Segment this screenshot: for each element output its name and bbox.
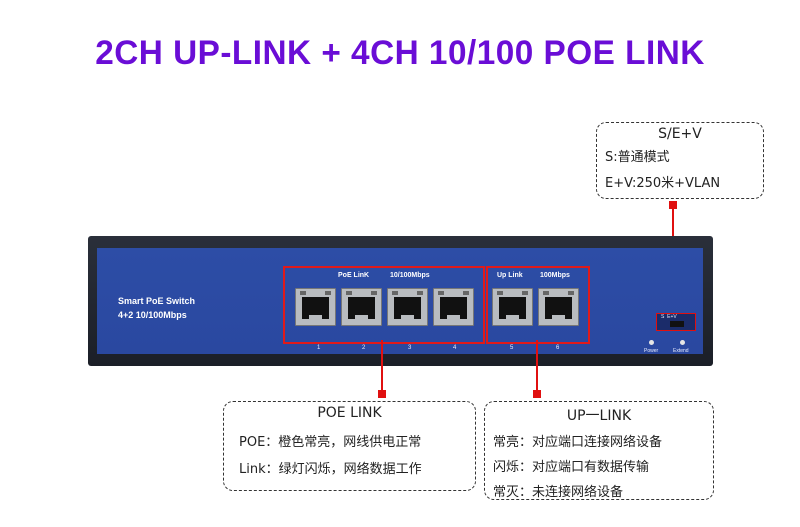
switch-brand-line: Smart PoE Switch — [118, 296, 196, 306]
page-title: 2CH UP-LINK + 4CH 10/100 POE LINK — [95, 34, 705, 72]
poe-link-line: POE：橙色常亮，网线供电正常 — [239, 435, 422, 450]
mode-switch-label: S E+V — [661, 314, 677, 320]
poe-connector-dot — [378, 390, 386, 398]
ethernet-port-1[interactable] — [295, 288, 336, 326]
uplink-line: 常灭：未连接网络设备 — [493, 485, 624, 500]
uplink-line: 闪烁：对应端口有数据传输 — [493, 460, 650, 475]
ethernet-port-5[interactable] — [492, 288, 533, 326]
uplink-callout: UP一LINK 常亮：对应端口连接网络设备 闪烁：对应端口有数据传输 常灭：未连… — [484, 401, 714, 500]
uplink-line: 常亮：对应端口连接网络设备 — [493, 435, 663, 450]
power-led-icon — [649, 340, 654, 345]
mode-switch[interactable]: S E+V — [656, 313, 696, 331]
ethernet-port-4[interactable] — [433, 288, 474, 326]
poe-link-heading: POE LINK — [317, 405, 382, 421]
poe-link-line: Link：绿灯闪烁，网络数据工作 — [239, 462, 422, 477]
ethernet-port-2[interactable] — [341, 288, 382, 326]
power-label: Power — [644, 348, 659, 354]
port-number: 2 — [362, 345, 366, 351]
uplink-connector-line — [536, 340, 538, 392]
toggle-knob — [670, 321, 684, 327]
poe-group-speed: 10/100Mbps — [390, 272, 430, 279]
switch-brand-line: 4+2 10/100Mbps — [118, 310, 187, 320]
uplink-port-group — [486, 266, 590, 344]
uplink-group-label: Up Link — [497, 272, 523, 279]
ethernet-port-3[interactable] — [387, 288, 428, 326]
poe-connector-line — [381, 340, 383, 392]
mode-callout-heading: S/E+V — [658, 126, 702, 142]
uplink-heading: UP一LINK — [566, 408, 632, 424]
poe-group-label: PoE LinK — [338, 272, 370, 279]
uplink-group-speed: 100Mbps — [540, 272, 570, 279]
extend-led-icon — [680, 340, 685, 345]
port-number: 6 — [556, 345, 560, 351]
mode-callout-line: E+V:250米+VLAN — [605, 176, 721, 191]
poe-port-group — [283, 266, 485, 344]
port-number: 3 — [408, 345, 412, 351]
extend-label: Extend — [673, 348, 689, 354]
poe-link-callout: POE LINK POE：橙色常亮，网线供电正常 Link：绿灯闪烁，网络数据工… — [223, 401, 476, 491]
switch-brand: Smart PoE Switch 4+2 10/100Mbps — [118, 294, 195, 322]
mode-callout: S/E+V S:普通模式 E+V:250米+VLAN — [596, 122, 764, 199]
port-number: 1 — [317, 345, 321, 351]
port-number: 4 — [453, 345, 457, 351]
mode-callout-line: S:普通模式 — [605, 150, 670, 165]
uplink-connector-dot — [533, 390, 541, 398]
port-number: 5 — [510, 345, 514, 351]
ethernet-port-6[interactable] — [538, 288, 579, 326]
